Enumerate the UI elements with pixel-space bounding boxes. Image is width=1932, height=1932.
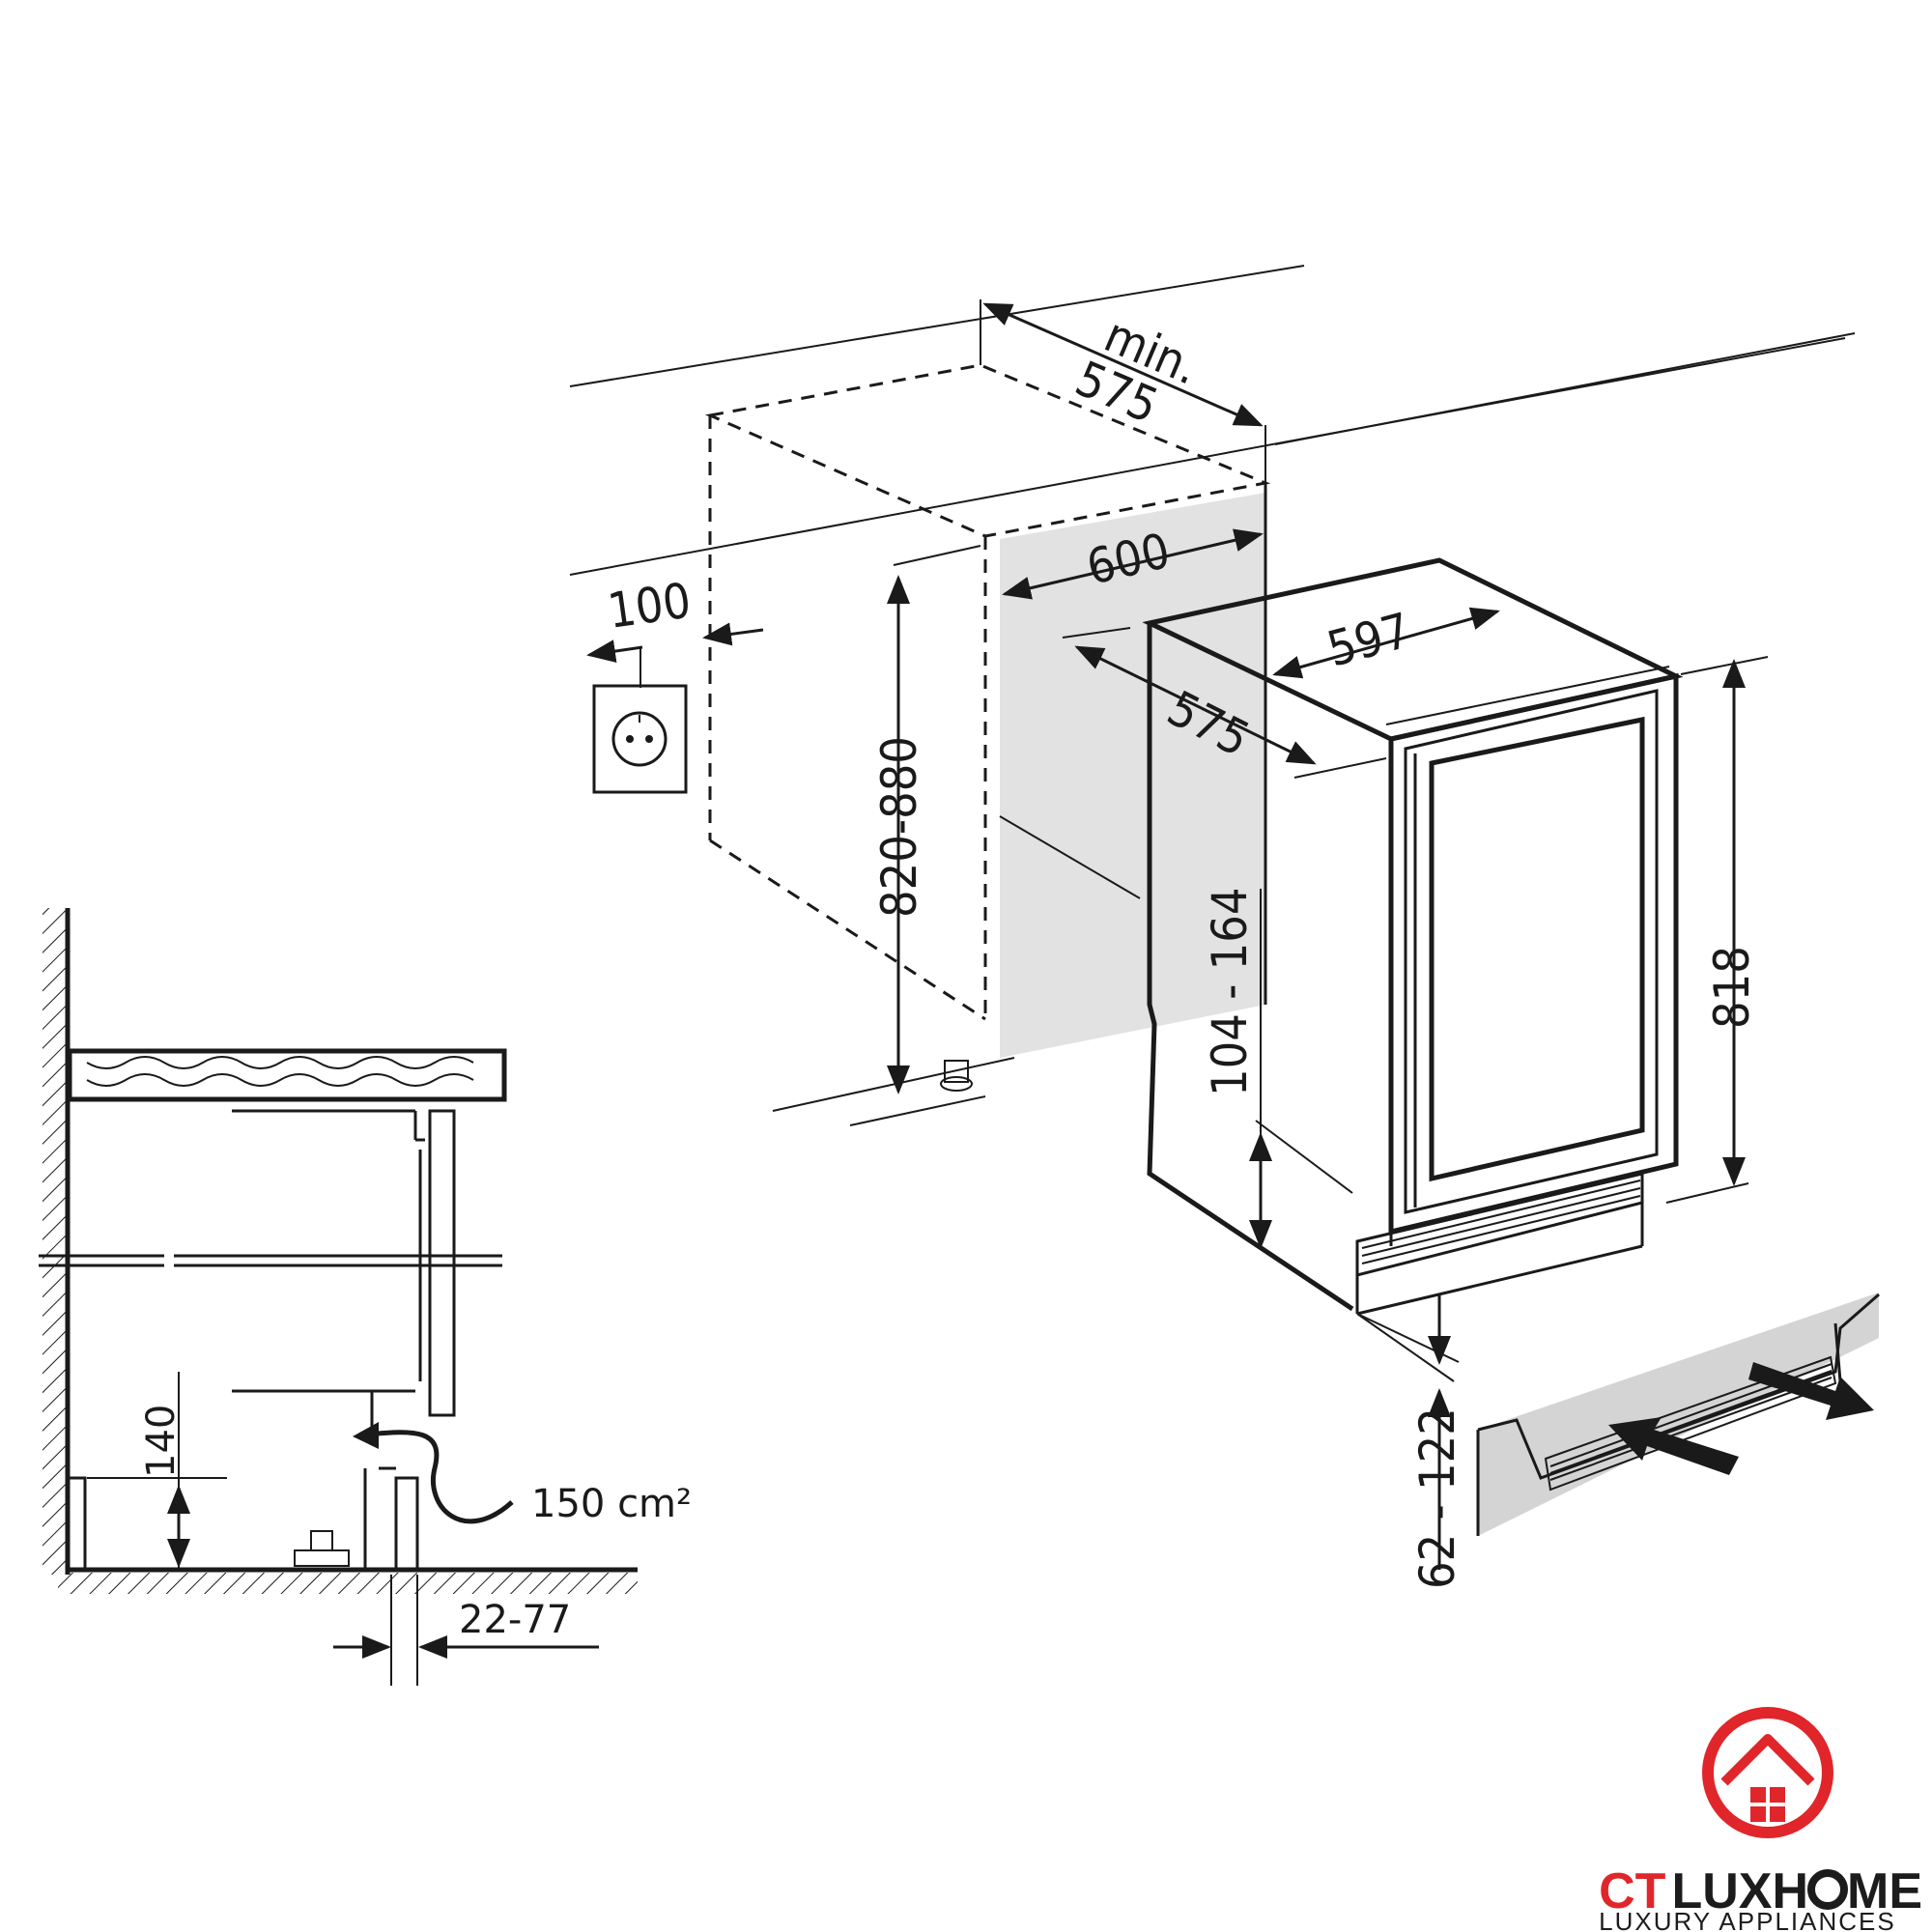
unit-height-ext-bottom: [1665, 1182, 1749, 1204]
niche-back-wall: [1000, 493, 1265, 1058]
niche-width-arrow: [1002, 528, 1264, 600]
niche-floor-line: [772, 1057, 1015, 1112]
logo-roof-icon: [1720, 1734, 1815, 1786]
worktop-front-edge-right: [1274, 332, 1856, 445]
niche-drawing: min. 575 600 100 820-880: [569, 265, 1856, 1126]
niche-dashed-bottom: [709, 838, 986, 1021]
side-section-drawing: 150 cm² 140 22-77: [39, 908, 692, 1686]
unit-height-ext-top: [1680, 656, 1769, 675]
section-foot: [294, 1530, 350, 1567]
floor-hatch: [58, 1573, 638, 1594]
unit-side: [1147, 623, 1354, 1312]
socket-offset-arrow-left: [586, 639, 643, 663]
unit-width-label: 597: [1321, 602, 1416, 677]
logo-ring-icon: [1702, 1707, 1833, 1838]
niche-height-label: 820-880: [871, 736, 927, 918]
depth-min-arrow: [982, 302, 1264, 427]
plinth-range-label: 104 - 164: [1202, 888, 1258, 1096]
wall-plinth: [66, 1476, 87, 1572]
unit-door-glass: [1429, 716, 1645, 1182]
appliance-drawing: 597 575 818 104 - 164 62 - 122: [1062, 557, 1880, 1589]
worktop-section: [67, 1048, 507, 1102]
logo-name-dark-b: ME: [1847, 1863, 1922, 1919]
airflow-curve: [366, 1430, 514, 1524]
airflow-in-arrow: [1608, 1417, 1739, 1475]
niche-floor-line-2: [849, 1095, 986, 1126]
logo-name-dark-a: LUXH: [1671, 1863, 1808, 1919]
niche-side-guide: [999, 815, 1141, 899]
foot-range-ext-top: [1356, 1313, 1460, 1363]
section-door: [428, 1109, 456, 1417]
front-plinth: [394, 1476, 419, 1572]
unit-door: [1404, 689, 1659, 1214]
unit-height-label: 818: [1704, 946, 1760, 1029]
power-socket: [592, 684, 688, 794]
vent-area-label: 150 cm²: [531, 1482, 692, 1526]
brand-logo: CT LUXH ME LUXURY APPLIANCES: [1599, 1707, 1922, 1932]
socket-offset-arrow-right: [702, 622, 764, 646]
wall-hatch: [43, 908, 66, 1575]
foot-range-label: 62 - 122: [1409, 1407, 1465, 1589]
worktop-back-edge: [569, 265, 1305, 387]
unit-depth-arrow: [1074, 645, 1317, 765]
vent-clearance-label: 140: [139, 1405, 184, 1478]
airflow-curve-head: [353, 1422, 379, 1449]
logo-name-red: CT: [1599, 1863, 1666, 1919]
unit-depth-ext-top: [1062, 627, 1131, 639]
setback-label: 22-77: [459, 1598, 571, 1642]
socket-offset-label: 100: [605, 573, 695, 639]
worktop-front-edge-upper: [569, 337, 1846, 576]
worktop-grain-2: [86, 1073, 474, 1087]
niche-foot: [940, 1060, 973, 1092]
logo-tagline: LUXURY APPLIANCES: [1599, 1907, 1896, 1932]
niche-height-ext-top: [893, 545, 981, 566]
foot-range-ext-bottom: [1356, 1313, 1455, 1382]
logo-o-ring-icon: [1807, 1869, 1848, 1910]
plinth-range-ext-2: [1255, 1120, 1353, 1194]
unit-plinth-grille: [1355, 1172, 1644, 1316]
unit-top-lip: [1385, 666, 1670, 725]
airflow-out-arrow: [1748, 1362, 1874, 1420]
unit-depth-ext-bottom: [1293, 757, 1387, 779]
worktop-grain-1: [86, 1056, 474, 1069]
plinth-detail: [1476, 1293, 1880, 1536]
